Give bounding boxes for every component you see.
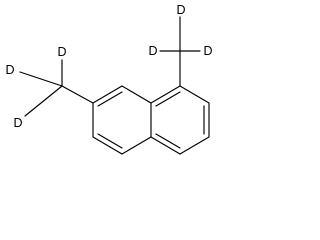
deuterium-label: D	[148, 44, 157, 58]
bond-methyl-d-lower	[24, 85, 63, 117]
bond-c5-c4a	[121, 136, 152, 155]
bond-c8-c1	[179, 85, 210, 104]
bond-c8a-c8-inner	[155, 91, 181, 107]
bond-c8a-c8	[150, 85, 181, 104]
bond-c3-c4a	[150, 136, 181, 155]
bond-methyl-d-left	[19, 71, 63, 87]
bond-c7a-c7-inner	[97, 91, 123, 107]
bond-c2-c3	[179, 136, 210, 155]
cd3-group-top: D D D	[148, 3, 213, 87]
cd3-group-left: D D D	[5, 45, 94, 130]
deuterium-label: D	[57, 45, 66, 59]
bond-c6-c5-inner	[97, 133, 123, 149]
bond-c3-c4a-inner	[155, 133, 181, 149]
deuterium-label: D	[176, 3, 185, 17]
deuterium-label: D	[13, 116, 22, 130]
bond-c7a-c7	[92, 85, 123, 104]
bond-c7-methyl	[61, 85, 94, 104]
deuterium-label: D	[203, 44, 212, 58]
left-ring	[92, 85, 152, 155]
right-ring	[150, 85, 210, 155]
bond-c8a-c7a	[121, 85, 152, 104]
structure-diagram: D D D D D D	[5, 3, 213, 155]
deuterium-label: D	[5, 63, 14, 77]
bond-c6-c5	[92, 136, 123, 155]
